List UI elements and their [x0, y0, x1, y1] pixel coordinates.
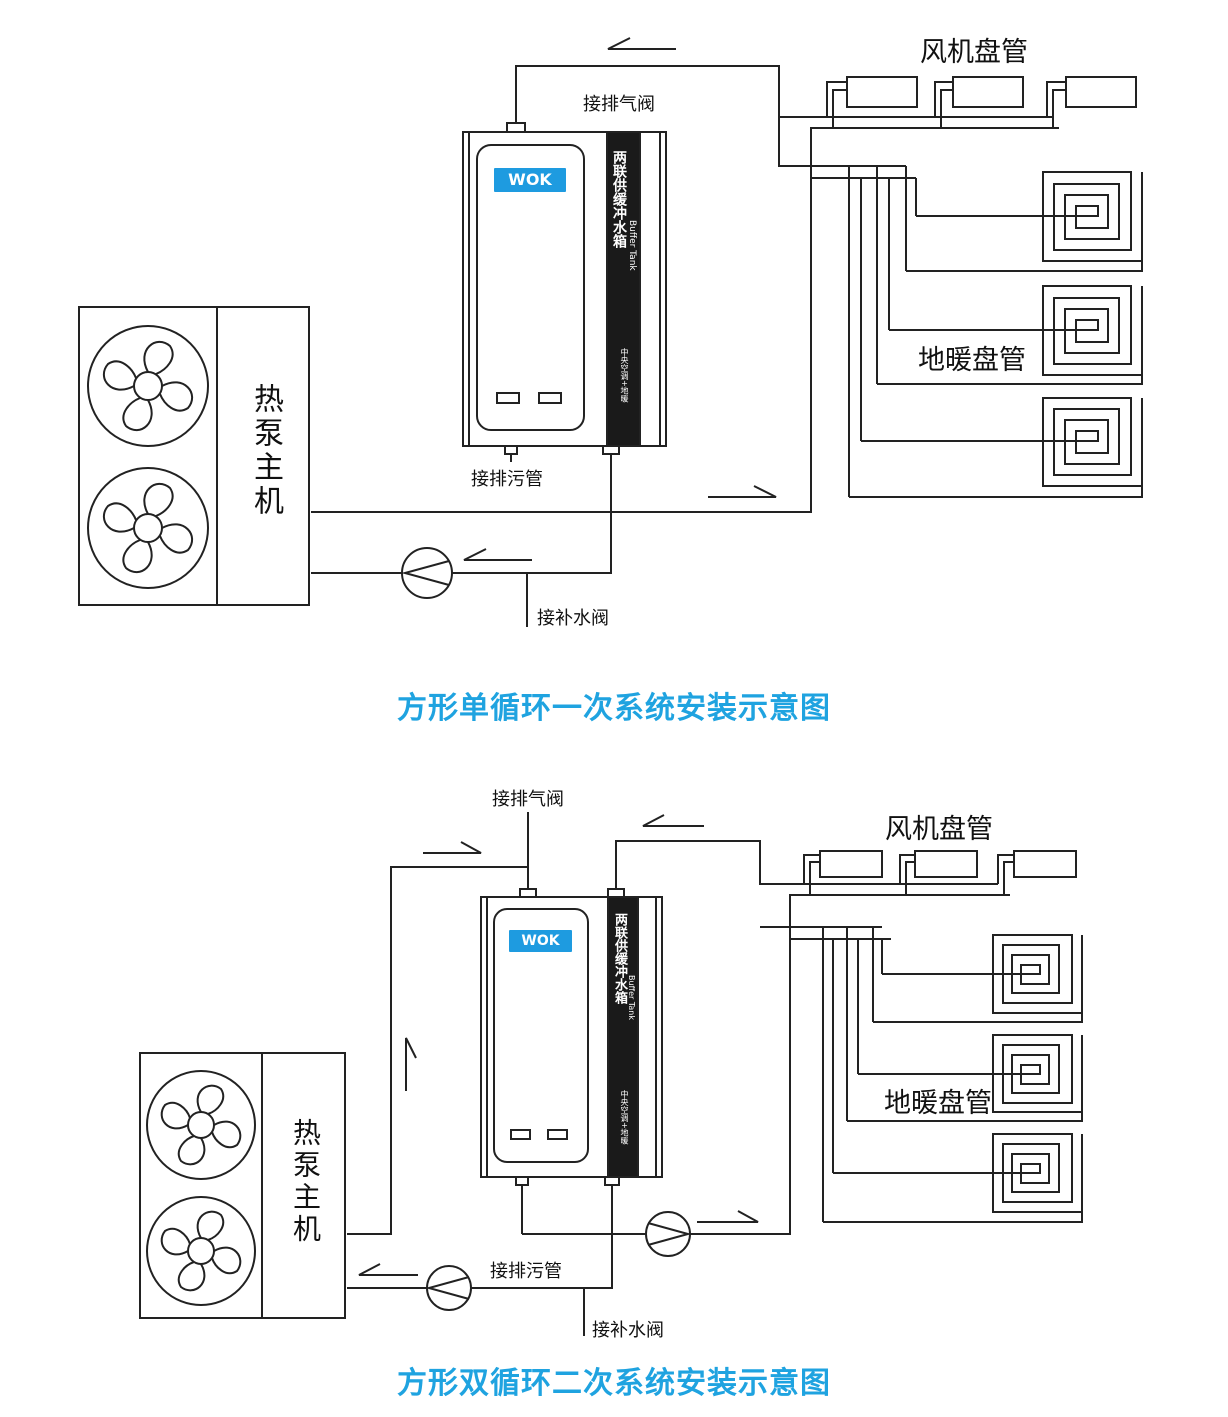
- tank-subtitle-2: 中央空调+地暖: [620, 1090, 629, 1145]
- spiral-coil-icon: [847, 1034, 1083, 1122]
- tank-english-2: Buffer Tank: [627, 975, 636, 1020]
- supply-pipe-1: [515, 65, 813, 167]
- tank-english-1: Buffer Tank: [627, 220, 637, 271]
- spiral-coil-icon: [849, 397, 1143, 498]
- fan-coil-label-2: 风机盘管: [885, 814, 993, 845]
- fan-coil-label-1: 风机盘管: [920, 37, 1028, 68]
- heat-pump-label-1: 热泵主机: [248, 383, 283, 519]
- makeup-valve-label-1: 接补水阀: [537, 608, 609, 629]
- drain-label-2: 接排污管: [490, 1261, 562, 1282]
- pump-icon: [425, 1265, 472, 1311]
- vent-valve-label-2: 接排气阀: [492, 789, 564, 810]
- wok-logo: WOK: [509, 930, 572, 952]
- fan-coil-units-2: [803, 850, 1077, 895]
- heat-pump-unit-1: [78, 306, 310, 606]
- diagram-1: [78, 37, 1143, 627]
- buffer-tank-1: [462, 122, 667, 455]
- spiral-coil-icon: [823, 1133, 1083, 1223]
- flow-arrow-icon: [697, 1210, 759, 1223]
- pump-icon: [401, 547, 453, 599]
- heat-pump-unit-2: [139, 1052, 346, 1319]
- flow-arrow-icon: [405, 1037, 417, 1091]
- flow-arrow-icon: [642, 814, 704, 827]
- diagram-2: [139, 812, 1083, 1336]
- heat-pump-label-2: 热泵主机: [289, 1118, 322, 1246]
- flow-arrow-icon: [423, 841, 482, 854]
- return-pipe-1: [311, 127, 1059, 513]
- vent-valve-label-1: 接排气阀: [583, 94, 655, 115]
- fan-icon: [146, 1070, 256, 1180]
- caption-1: 方形单循环一次系统安装示意图: [397, 691, 831, 726]
- pump-icon: [645, 1211, 692, 1257]
- fan-icon: [87, 467, 209, 589]
- flow-arrow-icon: [708, 485, 777, 498]
- tank-title-2: 两联供缓冲水箱: [612, 913, 627, 1004]
- spiral-coil-icon: [877, 285, 1143, 385]
- spiral-coil-icon: [906, 171, 1143, 272]
- fan-icon: [87, 325, 209, 447]
- floor-heating-label-2: 地暖盘管: [884, 1088, 992, 1119]
- fan-coil-units-1: [826, 76, 1137, 128]
- flow-arrow-icon: [358, 1263, 418, 1276]
- makeup-valve-label-2: 接补水阀: [592, 1320, 664, 1341]
- tank-subtitle-1: 中央空调+地暖: [620, 348, 629, 403]
- fan-icon: [146, 1196, 256, 1306]
- drain-label-1: 接排污管: [471, 469, 543, 490]
- wok-logo: WOK: [494, 168, 566, 192]
- tank-title-1: 两联供缓冲水箱: [611, 150, 627, 248]
- flow-arrow-icon: [463, 548, 532, 561]
- spiral-coil-icon: [873, 934, 1083, 1023]
- floor-heating-label-1: 地暖盘管: [918, 345, 1026, 376]
- buffer-tank-2: [480, 888, 663, 1186]
- flow-arrow-icon: [607, 37, 676, 50]
- caption-2: 方形双循环二次系统安装示意图: [397, 1366, 831, 1401]
